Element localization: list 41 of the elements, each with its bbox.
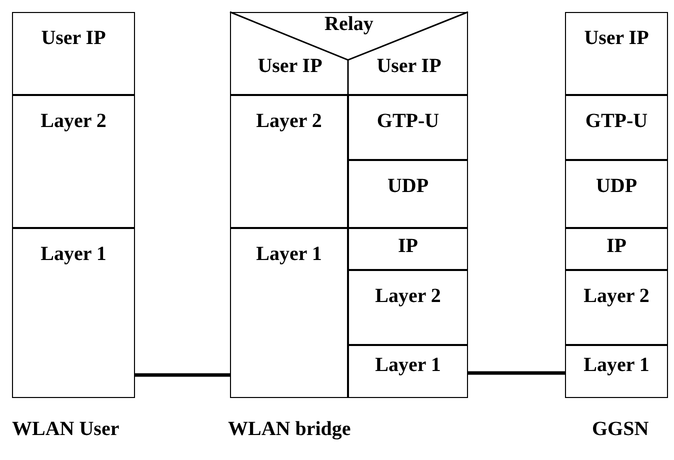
layer-name: Layer 2 [582, 285, 650, 308]
layer-name: Layer 1 [255, 243, 323, 266]
layer-name: User IP [583, 27, 650, 50]
protocol-layer-box [12, 12, 135, 95]
protocol-layer-box [565, 12, 668, 95]
protocol-layer-box [348, 160, 468, 228]
layer-name: IP [606, 235, 628, 258]
layer-name: UDP [594, 175, 638, 198]
layer-name: GTP-U [376, 110, 440, 133]
node-caption: GGSN [592, 418, 649, 441]
protocol-layer-box [565, 345, 668, 398]
protocol-layer-box [348, 95, 468, 160]
protocol-layer-box [565, 95, 668, 160]
protocol-layer-box [12, 228, 135, 398]
relay-box [230, 12, 468, 95]
protocol-layer-box [565, 228, 668, 270]
layer-name: User IP [256, 55, 324, 78]
protocol-layer-box [230, 95, 348, 228]
protocol-layer-box [348, 270, 468, 345]
layer-name: Layer 2 [40, 110, 108, 133]
layer-name: Layer 1 [40, 243, 108, 266]
node-caption: WLAN bridge [228, 418, 351, 441]
layer-name: User IP [40, 27, 107, 50]
protocol-layer-box [565, 160, 668, 228]
layer-name: IP [397, 235, 419, 258]
layer-name: Layer 1 [582, 354, 650, 377]
link-line [468, 371, 565, 375]
link-line [135, 373, 230, 377]
protocol-layer-box [348, 228, 468, 270]
layer-name: UDP [386, 175, 430, 198]
protocol-layer-box [348, 345, 468, 398]
node-caption: WLAN User [12, 418, 120, 441]
protocol-layer-box [230, 228, 348, 398]
layer-name: User IP [376, 55, 442, 78]
layer-name: GTP-U [584, 110, 649, 133]
layer-name: Layer 2 [374, 285, 442, 308]
layer-name: Relay [324, 13, 374, 36]
protocol-layer-box [565, 270, 668, 345]
layer-name: Layer 2 [255, 110, 323, 133]
protocol-layer-box [12, 95, 135, 228]
layer-name: Layer 1 [374, 354, 442, 377]
